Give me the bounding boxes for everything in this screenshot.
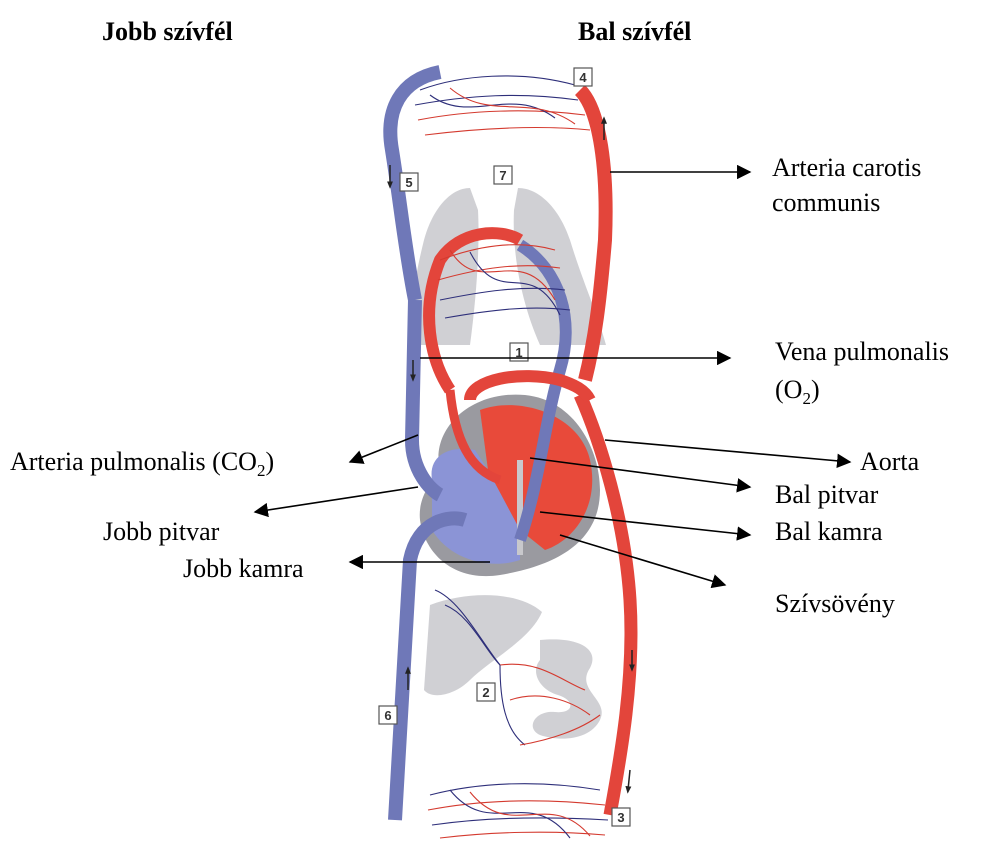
label-bal-kamra: Bal kamra [775,517,883,546]
number-box-2: 2 [477,683,495,701]
number-box-3: 3 [612,808,630,826]
intestine [533,639,602,738]
pointer-aorta [605,440,850,462]
label-carotis-line1: Arteria carotis [772,153,921,182]
number-box-5: 5 [400,173,418,191]
label-bal-pitvar: Bal pitvar [775,480,879,509]
svg-text:4: 4 [579,70,587,85]
svg-text:6: 6 [384,708,391,723]
pointer-jobb-pitvar [255,487,418,512]
pointer-szivsoveny [560,535,725,585]
header-right-heart: Jobb szívfél [102,17,233,46]
label-arteria-pulmonalis: Arteria pulmonalis (CO2) [10,447,274,480]
label-jobb-pitvar: Jobb pitvar [103,517,220,546]
header-left-heart: Bal szívfél [578,17,691,46]
liver [424,595,542,695]
number-box-6: 6 [379,706,397,724]
label-szivsoveny: Szívsövény [775,589,895,618]
label-aorta: Aorta [860,447,920,476]
number-box-7: 7 [494,166,512,184]
body-capillaries [428,784,608,838]
heart [420,395,600,577]
label-vena-pulmonalis-line2: (O2) [775,375,820,408]
svg-text:2: 2 [482,685,489,700]
svg-text:3: 3 [617,810,624,825]
label-vena-pulmonalis-line1: Vena pulmonalis [775,337,949,366]
label-carotis-line2: communis [772,188,880,217]
number-box-4: 4 [574,68,592,86]
label-jobb-kamra: Jobb kamra [183,554,304,583]
svg-text:7: 7 [499,168,506,183]
head-capillaries [415,76,590,135]
svg-text:5: 5 [405,175,412,190]
